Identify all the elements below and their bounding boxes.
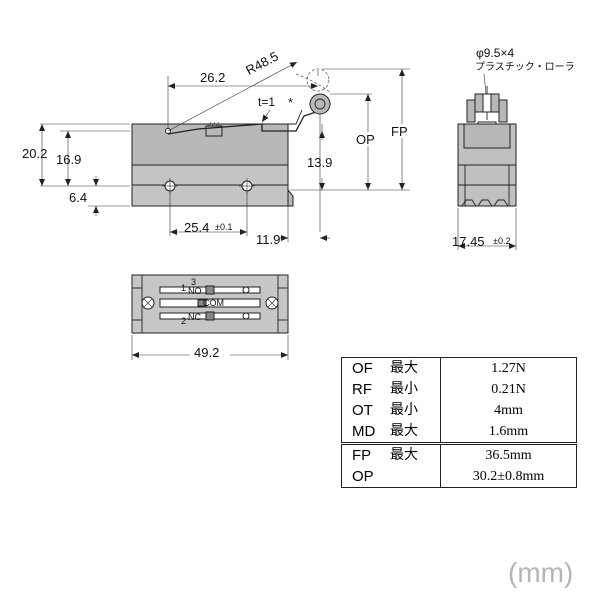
spec-name: OF: [352, 360, 373, 377]
unit-label: (mm): [508, 557, 574, 588]
dim-17-45: 17.45: [452, 234, 485, 249]
dim-6-4: 6.4: [69, 190, 87, 205]
dim-fp: FP: [391, 124, 408, 139]
spec-name: RF: [352, 381, 372, 398]
spec-name: OP: [352, 468, 374, 485]
roller-dimension: φ9.5×4: [476, 46, 514, 60]
bottom-view: 3 1 NO COM 2 NC 49.2: [131, 274, 289, 360]
spec-condition: 最大: [390, 423, 418, 439]
spec-row: OP 30.2±0.8mm: [342, 466, 577, 488]
spec-row: RF 最小 0.21N: [342, 379, 577, 400]
com-label: COM: [203, 298, 224, 308]
spec-condition: [390, 466, 441, 488]
dim-11-9: 11.9: [256, 232, 280, 247]
side-view: 26.2 R48.5 t=1 * 20.2 16.9 6.4 25.4 ±0.1…: [22, 48, 416, 247]
spec-value: 1.27N: [440, 357, 577, 379]
spec-value: 36.5mm: [440, 442, 577, 466]
spec-condition: 最大: [390, 360, 418, 376]
spec-value: 1.6mm: [440, 421, 577, 444]
spec-condition: 最大: [390, 442, 441, 466]
spec-name: FP: [341, 442, 390, 466]
roller-note: プラスチック・ローラ: [475, 61, 575, 73]
dim-thickness: t=1: [258, 95, 275, 109]
spec-value: 4mm: [440, 400, 577, 421]
dim-16-9: 16.9: [56, 152, 81, 167]
dim-26-2: 26.2: [200, 70, 225, 85]
spec-row: OT 最小 4mm: [342, 400, 577, 421]
dim-13-9: 13.9: [307, 155, 332, 170]
dim-op: OP: [356, 132, 375, 147]
spec-condition: 最小: [390, 402, 418, 418]
end-view: φ9.5×4 プラスチック・ローラ 17.45 ±0.2: [452, 46, 575, 250]
dim-25-4-tolerance: ±0.1: [215, 222, 232, 232]
spec-name: OT: [352, 402, 373, 419]
spec-row: OF 最大 1.27N: [342, 357, 577, 379]
spec-value: 30.2±0.8mm: [440, 466, 577, 488]
asterisk-mark: *: [288, 95, 293, 110]
nc-label: NC: [188, 312, 201, 322]
terminal-3-label: 3: [191, 277, 196, 287]
terminal-2-label: 2: [181, 316, 186, 326]
dim-17-45-tolerance: ±0.2: [493, 236, 510, 246]
roller: [309, 93, 331, 115]
spec-name: MD: [352, 423, 376, 440]
dim-20-2: 20.2: [22, 146, 47, 161]
dim-25-4: 25.4: [184, 220, 209, 235]
spec-condition: 最小: [390, 381, 418, 397]
dim-49-2: 49.2: [194, 345, 219, 360]
plunger: [205, 125, 223, 137]
spec-row: MD 最大 1.6mm: [342, 421, 577, 444]
lever: [167, 111, 317, 135]
no-label: NO: [188, 286, 202, 296]
terminal-1-label: 1: [181, 283, 186, 293]
spec-value: 0.21N: [440, 379, 577, 400]
